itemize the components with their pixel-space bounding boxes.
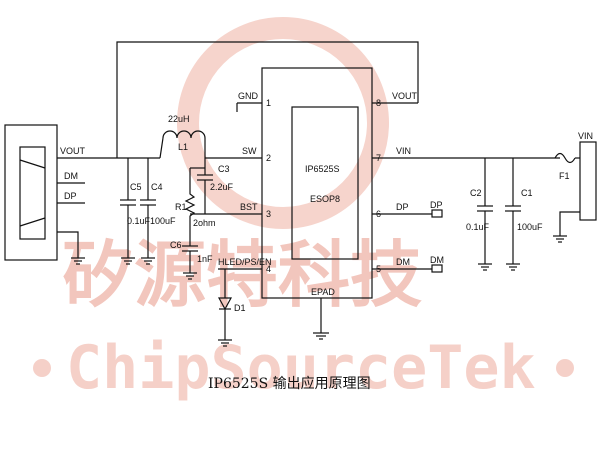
c3-ref: C3 (218, 164, 230, 174)
r1-value: 2ohm (193, 218, 216, 228)
capacitor-c4: C4 100uF (140, 158, 176, 265)
fuse-f1: F1 (554, 152, 576, 181)
capacitor-c2: C2 0.1uF (466, 158, 493, 271)
d1-ref: D1 (234, 303, 246, 313)
dm-port-label: DM (430, 255, 444, 265)
usb-output-port (4, 124, 58, 261)
dm-net-label: DM (64, 171, 78, 181)
pin4-num: 4 (266, 264, 271, 274)
pin7-name: VIN (396, 146, 411, 156)
c1-ref: C1 (521, 188, 533, 198)
pin2-name: SW (242, 146, 257, 156)
c5-ref: C5 (130, 182, 142, 192)
dp-net-label: DP (64, 191, 77, 201)
capacitor-c6: C6 1nF (170, 236, 213, 280)
pin6-num: 6 (376, 209, 381, 219)
pin3-num: 3 (266, 209, 271, 219)
c2-value: 0.1uF (466, 222, 490, 232)
r1-ref: R1 (175, 202, 187, 212)
pin1-num: 1 (266, 98, 271, 108)
c4-ref: C4 (151, 182, 163, 192)
diagram-caption: IP6525S 输出应用原理图 (208, 375, 371, 392)
epad-ground (313, 298, 329, 340)
l1-value: 22uH (168, 114, 190, 124)
pin2-num: 2 (266, 153, 271, 163)
right-data-ports: DP DM (430, 200, 444, 273)
vout-net-label: VOUT (60, 146, 86, 156)
pin8-name: VOUT (392, 91, 418, 101)
inductor-l1: 22uH L1 (159, 114, 206, 159)
vin-input-label: VIN (578, 131, 593, 141)
pin3-name: BST (240, 202, 258, 212)
c3-value: 2.2uF (210, 182, 234, 192)
vout-feedback-loop (116, 41, 419, 158)
c4-value: 100uF (150, 216, 176, 226)
watermark-dot-left (33, 359, 51, 377)
ic-pins-left: GND 1 SW 2 BST 3 HLED/PS/EN 4 (190, 91, 272, 274)
pin6-name: DP (396, 202, 409, 212)
ic-pins-right: 8 VOUT 7 VIN 6 DP 5 DM (372, 91, 560, 274)
c1-value: 100uF (517, 222, 543, 232)
watermark-dot-right (556, 359, 574, 377)
pin8-num: 8 (376, 98, 381, 108)
chip-name: IP6525S (305, 164, 340, 174)
pin1-name: GND (238, 91, 259, 101)
f1-ref: F1 (559, 171, 570, 181)
c6-value: 1nF (197, 254, 213, 264)
chip-epad-label: EPAD (311, 287, 335, 297)
l1-ref: L1 (178, 142, 188, 152)
led-d1: D1 (217, 269, 246, 347)
pin5-num: 5 (376, 264, 381, 274)
capacitor-c1: C1 100uF (505, 158, 543, 271)
pin7-num: 7 (376, 153, 381, 163)
watermark-cn: 矽源特科技 (62, 233, 422, 317)
capacitor-c3: C3 2.2uF (197, 158, 234, 214)
dp-port-label: DP (430, 200, 443, 210)
capacitor-c5: C5 0.1uF (120, 158, 151, 265)
resistor-r1: R1 2ohm (175, 167, 216, 236)
input-port: VIN (553, 131, 597, 243)
c6-ref: C6 (170, 240, 182, 250)
pin5-name: DM (396, 257, 410, 267)
c2-ref: C2 (470, 188, 482, 198)
watermark: 矽源特科技 ChipSourceTek (33, 17, 574, 403)
vout-rail: VOUT DM DP (57, 146, 160, 265)
watermark-logo-ring (177, 17, 389, 229)
chip-package: ESOP8 (310, 194, 340, 204)
pin4-name: HLED/PS/EN (218, 257, 272, 267)
watermark-en: ChipSourceTek (66, 333, 536, 403)
ic-body: IP6525S ESOP8 EPAD (261, 67, 373, 299)
c5-value: 0.1uF (127, 216, 151, 226)
